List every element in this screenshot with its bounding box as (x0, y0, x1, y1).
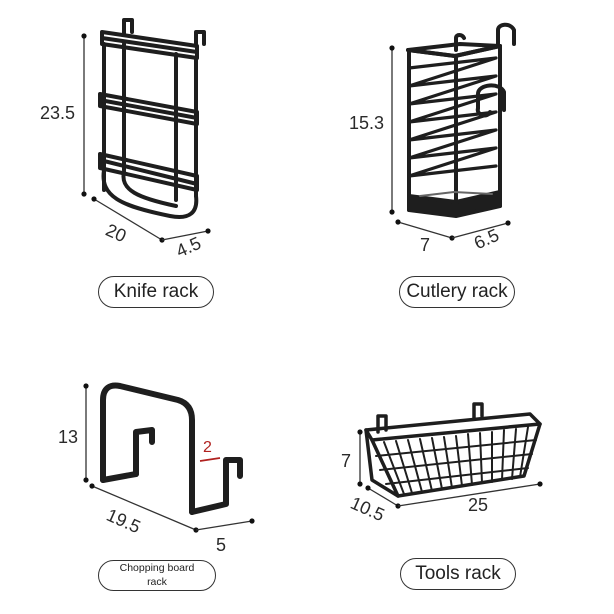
cutlery-rack-height-label: 15.3 (349, 113, 385, 133)
chopping-board-hook-gap-label: 2 (203, 439, 212, 456)
tools-rack-dimension-lines (357, 429, 543, 509)
chopping-board-height-label: 13 (58, 427, 79, 447)
knife-rack-label: Knife rack (113, 281, 199, 302)
tools-rack-illustration (364, 402, 542, 498)
cutlery-rack-label-pill: Cutlery rack (399, 276, 515, 308)
tools-rack-label-pill: Tools rack (400, 558, 516, 590)
cutlery-rack-label: Cutlery rack (406, 281, 508, 302)
knife-rack-dimension-lines (81, 33, 211, 243)
knife-rack-illustration (98, 18, 206, 219)
tools-rack-label: Tools rack (415, 563, 501, 584)
chopping-board-rack-illustration (100, 382, 243, 515)
cutlery-rack-dimension-lines (389, 45, 511, 241)
tools-rack-height-label: 7 (341, 451, 352, 471)
knife-rack-label-pill: Knife rack (98, 276, 214, 308)
chopping-board-rack-label-line2: rack (147, 575, 167, 588)
knife-rack-height-label: 23.5 (40, 103, 76, 123)
hook-gap-marker (199, 457, 221, 462)
chopping-board-dimension-lines (83, 383, 255, 533)
cutlery-rack-width-label: 7 (420, 235, 431, 255)
chopping-board-rack-label-line1: Chopping board (119, 562, 195, 575)
chopping-board-depth-label: 5 (216, 535, 227, 555)
cutlery-rack-illustration (406, 22, 516, 218)
tools-rack-width-label: 25 (468, 495, 489, 515)
chopping-board-rack-label-pill: Chopping board rack (98, 560, 216, 591)
